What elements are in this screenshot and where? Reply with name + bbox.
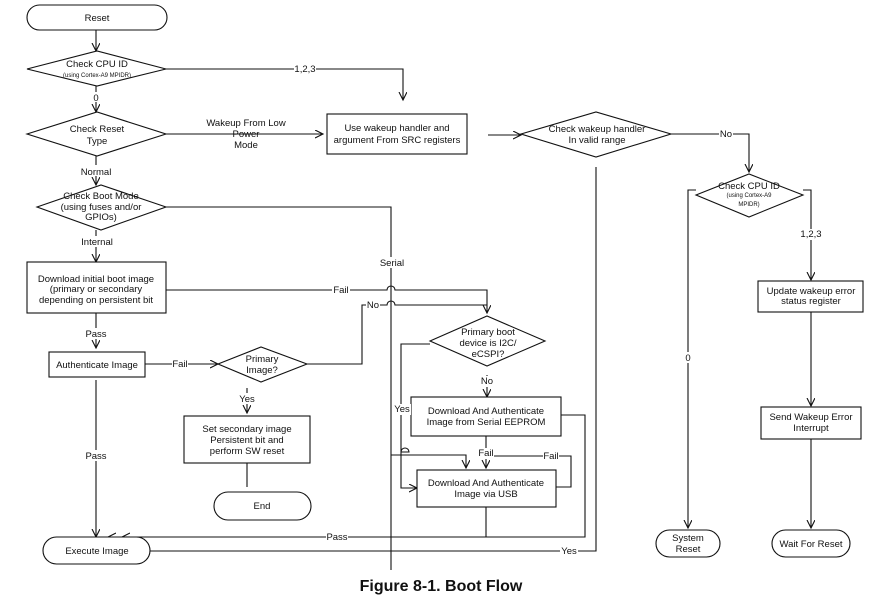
node-text: Update wakeup error (767, 286, 856, 297)
node-text: Image via USB (454, 489, 517, 500)
edge-cpuid-123 (166, 68, 403, 100)
node-text: Type (87, 136, 108, 147)
node-text: System (672, 533, 704, 544)
node-text: (using fuses and/or (61, 202, 142, 213)
node-text: Check CPU ID (66, 59, 128, 70)
node-reset-label: Reset (85, 13, 110, 24)
node-text: In valid range (568, 135, 625, 146)
edge-serial (166, 206, 392, 570)
node-set-secondary: Set secondary image Persistent bit and p… (183, 415, 311, 464)
node-check-cpu-id-2: Check CPU ID (using Cortex-A9 MPIDR) (694, 173, 805, 218)
edge-fail-download (166, 285, 487, 313)
label-pass-1: Pass (85, 329, 106, 340)
node-text: Check Reset (70, 124, 125, 135)
node-text: Set secondary image (202, 424, 291, 435)
label-cpu-123: 1,2,3 (294, 64, 315, 75)
node-text: Download And Authenticate (428, 478, 544, 489)
node-text: Check wakeup handler (549, 124, 646, 135)
node-text: Check Boot Mode (63, 191, 139, 202)
node-update-wakeup-error: Update wakeup error status register (757, 280, 864, 313)
node-text: perform SW reset (210, 446, 285, 457)
node-text: GPIOs) (85, 212, 117, 223)
node-text: Send Wakeup Error (769, 412, 852, 423)
node-authenticate-image: Authenticate Image (48, 351, 146, 378)
label-no-range: No (720, 129, 732, 140)
label-cpu2-123: 1,2,3 (800, 229, 821, 240)
label-no-i2c: No (481, 376, 493, 387)
node-text: End (254, 501, 271, 512)
node-text: eCSPI? (472, 349, 505, 360)
label-fail-usb: Fail (543, 451, 558, 462)
node-check-wakeup-handler: Check wakeup handler In valid range (519, 111, 673, 158)
edge-yes-range (136, 167, 597, 551)
node-text: Image from Serial EEPROM (427, 417, 546, 428)
node-text: Primary (246, 354, 279, 365)
edge-cpu2-0 (688, 189, 696, 528)
node-text: depending on persistent bit (39, 295, 153, 306)
node-text: Use wakeup handler and (344, 123, 449, 134)
node-execute-image: Execute Image (42, 536, 151, 565)
label-yes-i2c: Yes (394, 404, 410, 415)
label-pass-2: Pass (85, 451, 106, 462)
node-wait-for-reset: Wait For Reset (771, 529, 851, 558)
node-text: device is I2C/ (459, 338, 516, 349)
node-download-serial-eeprom: Download And Authenticate Image from Ser… (410, 396, 562, 437)
figure-caption: Figure 8-1. Boot Flow (359, 578, 523, 595)
node-text: Persistent bit and (210, 435, 283, 446)
node-text: (using Cortex-A9 MPIDR) (63, 73, 131, 79)
node-check-boot-mode: Check Boot Mode (using fuses and/or GPIO… (35, 184, 168, 231)
edge-cpu2-123 (803, 189, 811, 280)
edge-yes-i2c (400, 343, 430, 488)
label-serial: Serial (380, 258, 404, 269)
label-no-primary: No (367, 300, 379, 311)
label-wakeup-line1: Wakeup From Low (206, 118, 286, 129)
node-end: End (213, 491, 312, 521)
node-text: Check CPU ID (718, 181, 780, 192)
node-text: Download initial boot image (38, 274, 154, 285)
node-check-reset-type: Check Reset Type (25, 111, 168, 157)
node-text: argument From SRC registers (334, 135, 461, 146)
label-cpu2-0: 0 (685, 353, 690, 364)
label-yes-secondary: Yes (239, 394, 255, 405)
label-wakeup-line3: Mode (234, 140, 258, 151)
node-text: Interrupt (793, 423, 829, 434)
label-fail-download: Fail (333, 285, 348, 296)
label-cpu-0: 0 (93, 93, 98, 104)
node-use-wakeup-handler: Use wakeup handler and argument From SRC… (326, 113, 468, 155)
label-pass-3: Pass (326, 532, 347, 543)
node-send-wakeup-error: Send Wakeup Error Interrupt (760, 406, 862, 440)
node-check-cpu-id-1: Check CPU ID (using Cortex-A9 MPIDR) (26, 50, 167, 87)
node-text: Execute Image (65, 546, 128, 557)
edge-fail-usb (487, 455, 572, 488)
edge-labels: 0 1,2,3 Wakeup From Low Power Mode Norma… (80, 64, 822, 557)
node-text: Primary boot (461, 327, 515, 338)
node-text: Reset (676, 544, 701, 555)
edge-no-range (669, 133, 749, 172)
edge-serial-to-usb (391, 454, 466, 468)
node-text: status register (781, 296, 841, 307)
label-yes-range: Yes (561, 546, 577, 557)
node-download-initial: Download initial boot image (primary or … (26, 261, 167, 314)
node-text: MPIDR) (738, 202, 759, 208)
label-fail-eeprom: Fail (478, 448, 493, 459)
node-text: Image? (246, 365, 278, 376)
node-text: (using Cortex-A9 (726, 193, 772, 199)
label-wakeup-line2: Power (233, 129, 260, 140)
node-text: Authenticate Image (56, 360, 138, 371)
node-download-usb: Download And Authenticate Image via USB (416, 469, 557, 508)
label-fail-auth: Fail (172, 359, 187, 370)
label-normal: Normal (81, 167, 112, 178)
node-reset: Reset (26, 4, 168, 31)
node-system-reset: System Reset (655, 529, 721, 558)
node-primary-boot-device: Primary boot device is I2C/ eCSPI? (428, 315, 547, 367)
node-text: Download And Authenticate (428, 406, 544, 417)
node-primary-image: Primary Image? (216, 346, 309, 383)
label-internal: Internal (81, 237, 113, 248)
node-text: (primary or secondary (50, 284, 143, 295)
node-text: Wait For Reset (780, 539, 843, 550)
